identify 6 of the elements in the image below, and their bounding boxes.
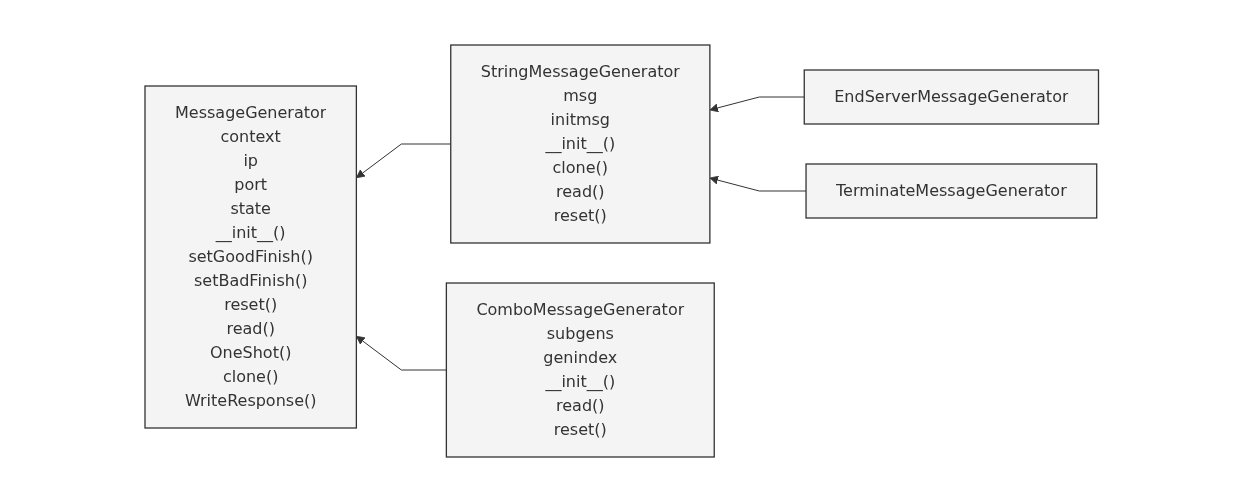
node-box: EndServerMessageGenerator (803, 68, 1100, 125)
arrow (356, 143, 452, 178)
node-box: ComboMessageGenerator subgens genindex __init__() read() reset() (445, 281, 716, 458)
node-box: StringMessageGenerator msg initmsg __init__() clone() read() reset() (450, 43, 711, 244)
node-box: TerminateMessageGenerator (805, 162, 1098, 219)
node-box: MessageGenerator context ip port state __init__() setGoodFinish() setBadFinish() reset() read() OneShot() clone() WriteResponse() (144, 84, 358, 429)
